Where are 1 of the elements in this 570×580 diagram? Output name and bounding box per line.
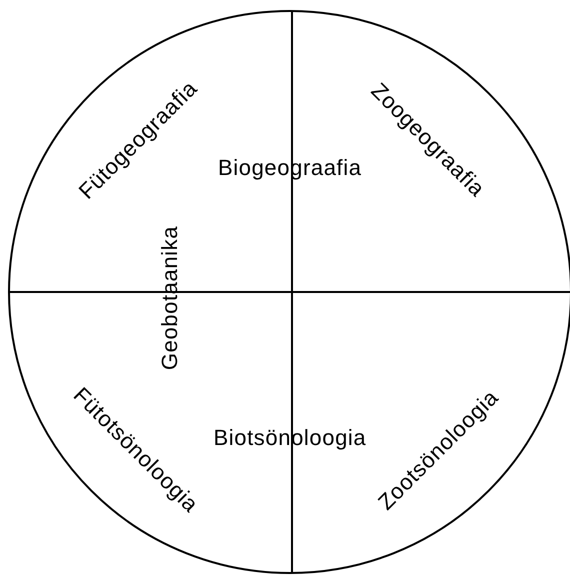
field-label: Geobotaanika (159, 226, 182, 370)
